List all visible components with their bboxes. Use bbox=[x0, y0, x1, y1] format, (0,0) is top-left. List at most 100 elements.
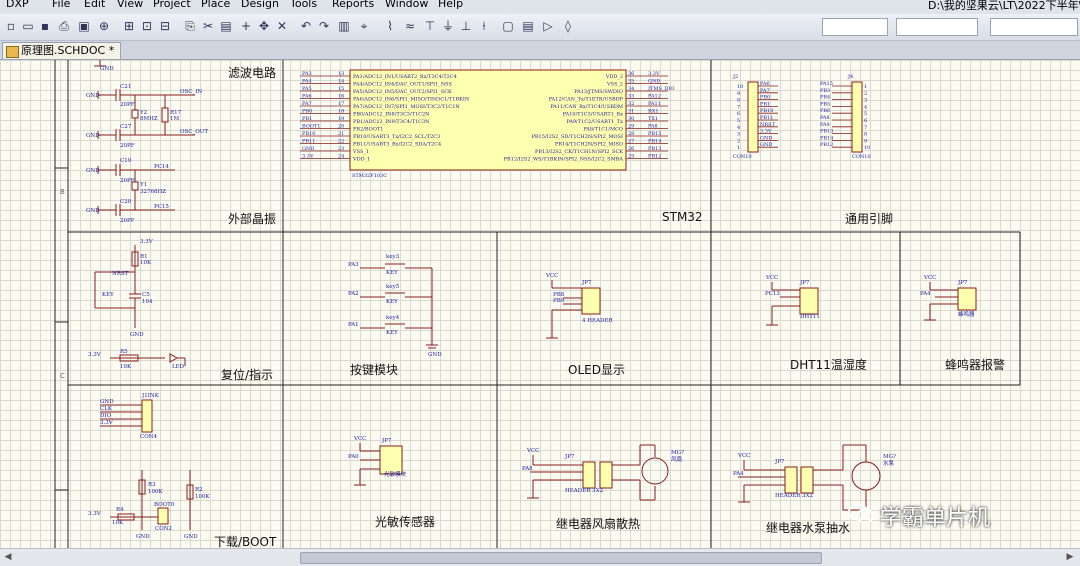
chip-net-right: PB13 bbox=[648, 146, 661, 152]
ground-icon[interactable]: ⊥ bbox=[460, 19, 472, 33]
redo-icon[interactable]: ↷ bbox=[318, 19, 330, 33]
zoom-icon[interactable]: ⊕ bbox=[98, 19, 110, 33]
chip-pin-name-right: VSS_2 bbox=[606, 82, 623, 88]
zoom-area-icon[interactable]: ⊡ bbox=[141, 19, 153, 33]
clear-icon[interactable]: ✕ bbox=[276, 19, 288, 33]
schematic-sheet[interactable]: GND GND GND GND GND C21 20PF Y2 8MHZ R17… bbox=[0, 60, 1080, 548]
header-pin-net: GND bbox=[760, 135, 772, 141]
r4-ref: R4 bbox=[116, 507, 124, 513]
chip-net-left: PA5 bbox=[302, 86, 312, 92]
chip-pin-name-right: PB14/T1CH2N/SPI2_MISO bbox=[555, 142, 623, 148]
block-title-keys: 按键模块 bbox=[350, 363, 399, 377]
chip-pin-name-right: PB13/I2S2_CK/T1CH1N/SPI2_SCK bbox=[535, 149, 623, 155]
copy-icon[interactable]: ⎘ bbox=[185, 19, 195, 33]
port-icon[interactable]: ▷ bbox=[543, 19, 553, 33]
scroll-thumb[interactable] bbox=[300, 552, 822, 564]
menu-tools[interactable]: Tools bbox=[290, 0, 318, 10]
menu-place[interactable]: Place bbox=[201, 0, 231, 10]
bus-icon[interactable]: ≈ bbox=[404, 19, 416, 33]
menu-window[interactable]: Window bbox=[385, 0, 429, 10]
probe-icon[interactable]: ⌖ bbox=[360, 19, 368, 33]
key-ref: KEY bbox=[102, 292, 114, 298]
header-pin-number: 8 bbox=[864, 132, 867, 138]
scroll-left-icon[interactable]: ◀ bbox=[4, 552, 12, 562]
print-icon[interactable]: ⎙ bbox=[59, 19, 69, 33]
dht11-name: DHT11 bbox=[800, 314, 820, 320]
net-label-icon[interactable]: ⊤ bbox=[424, 19, 436, 33]
block-title-pump: 继电器水泵抽水 bbox=[766, 521, 851, 535]
chip-pin-name-left: PA4/ADC12_IN4/DAC_OUT1/SPI1_NSS bbox=[353, 82, 453, 88]
block-title-reset: 复位/指示 bbox=[221, 368, 274, 382]
menu-file[interactable]: File bbox=[52, 0, 71, 10]
header-pin-number: 3 bbox=[864, 98, 867, 104]
chip-net-right: TX1 bbox=[648, 116, 658, 122]
view-dropdown[interactable] bbox=[896, 18, 978, 36]
menu-view[interactable]: View bbox=[117, 0, 144, 10]
tab-label: 原理图.SCHDOC * bbox=[21, 44, 115, 57]
fan-mg-ref: MG? bbox=[671, 450, 684, 456]
pa8-net: PA8 bbox=[522, 466, 533, 472]
header-j2[interactable]: J2 CON10 PA610PA79PB08PB17PB106PB115NRST… bbox=[732, 74, 778, 160]
header-pin-net: PB11 bbox=[760, 115, 773, 121]
chip-pin-number-right: 27 bbox=[628, 139, 634, 145]
component-dropdown[interactable] bbox=[990, 18, 1078, 36]
schematic-drawing: GND GND GND GND GND C21 20PF Y2 8MHZ R17… bbox=[54, 60, 1021, 548]
move-icon[interactable]: ✥ bbox=[258, 19, 270, 33]
header-pin-number: 4 bbox=[737, 125, 740, 131]
header-pin-net: PA8 bbox=[820, 115, 830, 121]
header-pin-net: PB12 bbox=[820, 142, 833, 148]
filter-dropdown[interactable] bbox=[822, 18, 888, 36]
chip-net-right: PB14 bbox=[648, 139, 661, 145]
power-icon[interactable]: ⏚ bbox=[441, 19, 454, 33]
chip-pin-number-left: 17 bbox=[338, 101, 344, 107]
j2-name: CON10 bbox=[733, 154, 752, 160]
c20-value: 20PF bbox=[120, 218, 135, 224]
swd-net-33v: 3.3V bbox=[100, 420, 114, 426]
r2-ref: R2 bbox=[195, 487, 203, 493]
menu-help[interactable]: Help bbox=[438, 0, 464, 10]
tab-schematic[interactable]: 原理图.SCHDOC * bbox=[2, 42, 122, 59]
sheet-icon[interactable]: ▤ bbox=[522, 19, 534, 33]
header-pin-net: NRST bbox=[760, 122, 776, 128]
zoom-select-icon[interactable]: ⊟ bbox=[159, 19, 171, 33]
vcc-label: VCC bbox=[526, 448, 539, 454]
scroll-right-icon[interactable]: ▶ bbox=[1066, 552, 1074, 562]
cut-icon[interactable]: ✂ bbox=[202, 19, 214, 33]
nrst-net: NRST bbox=[112, 271, 129, 277]
menu-design[interactable]: Design bbox=[241, 0, 279, 10]
header-pin-number: 6 bbox=[864, 118, 867, 124]
print-preview-icon[interactable]: ▣ bbox=[78, 19, 90, 33]
gnd-label: GND bbox=[136, 534, 150, 540]
paste-icon[interactable]: ▤ bbox=[220, 19, 232, 33]
chip-net-left: BOOT1 bbox=[302, 124, 320, 130]
directive-icon[interactable]: ◊ bbox=[565, 19, 571, 33]
open-icon[interactable]: ▭ bbox=[22, 19, 34, 33]
menu-edit[interactable]: Edit bbox=[84, 0, 106, 10]
pump-header: HEADER 3X2 bbox=[775, 493, 813, 499]
horizontal-scrollbar[interactable]: ◀ ▶ bbox=[0, 548, 1080, 566]
save-icon[interactable]: ▪ bbox=[40, 19, 50, 33]
oled-header: 4 HEADER bbox=[582, 318, 613, 324]
part-icon[interactable]: ▢ bbox=[502, 19, 514, 33]
hierarchy-icon[interactable]: ▥ bbox=[338, 19, 350, 33]
cross-icon[interactable]: + bbox=[240, 19, 252, 33]
menu-bar: DXP File Edit View Project Place Design … bbox=[0, 0, 1080, 14]
undo-icon[interactable]: ↶ bbox=[300, 19, 312, 33]
pa4-net: PA4 bbox=[733, 471, 744, 477]
chip-net-left: PB1 bbox=[302, 116, 312, 122]
wire-icon[interactable]: ⌇ bbox=[387, 19, 393, 33]
chip-pin-number-right: 34 bbox=[628, 86, 634, 92]
dxp-menu[interactable]: DXP bbox=[6, 0, 29, 10]
header-pin-number: 5 bbox=[864, 111, 867, 117]
key3-ref: key3 bbox=[386, 254, 400, 260]
swd-net-clk: CLK bbox=[100, 406, 113, 412]
vcc-icon[interactable]: ⍿ bbox=[482, 19, 486, 33]
menu-reports[interactable]: Reports bbox=[332, 0, 375, 10]
new-icon[interactable]: ▫ bbox=[6, 19, 16, 33]
menu-project[interactable]: Project bbox=[153, 0, 191, 10]
chip-pin-number-right: 31 bbox=[628, 109, 634, 115]
fit-all-icon[interactable]: ⊞ bbox=[123, 19, 135, 33]
header-pin-number: 1 bbox=[737, 145, 740, 151]
